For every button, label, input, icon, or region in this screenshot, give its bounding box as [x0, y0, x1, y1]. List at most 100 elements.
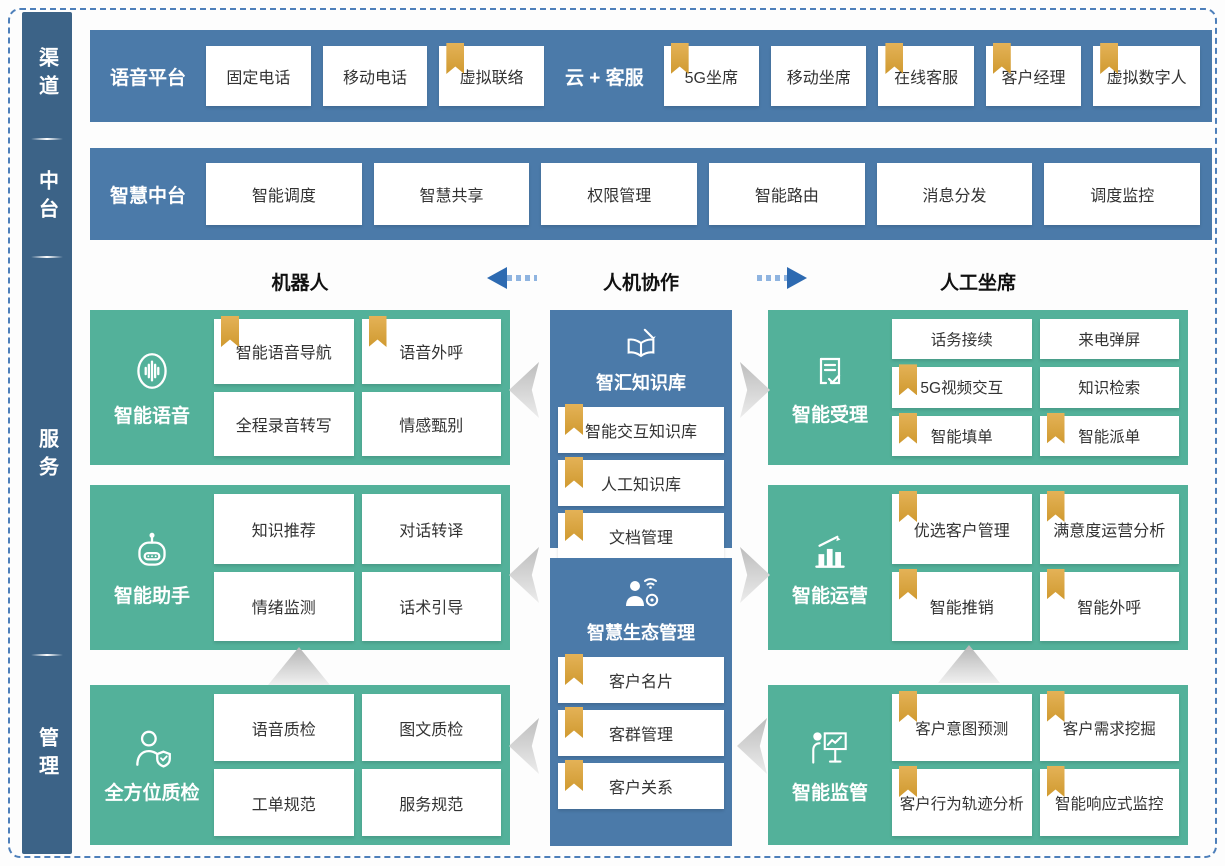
feature-label: 智能派单 — [1078, 428, 1141, 446]
feature-label: 图文质检 — [399, 721, 464, 739]
feature-item: 智能响应式监控 — [1039, 766, 1179, 836]
triangle-up-icon — [268, 647, 330, 685]
feature-item: 客户意图预测 — [892, 691, 1032, 761]
chevron-left-icon — [509, 547, 539, 603]
sidebar: 渠道 中台 服务 管理 — [22, 12, 72, 854]
block-label: 智能监管 — [777, 694, 883, 836]
feature-label: 工单规范 — [251, 796, 316, 814]
group-title: 语音平台 — [110, 67, 187, 89]
group-title: 云 + 客服 — [565, 67, 644, 89]
feature-item: 虚拟联络 — [439, 43, 544, 106]
block-label: 智能语音 — [99, 319, 205, 456]
sidebar-section-service: 服务 — [22, 258, 72, 654]
feature-label: 5G坐席 — [684, 70, 739, 87]
feature-item: 工单规范 — [214, 769, 354, 836]
sidebar-section-channel: 渠道 — [22, 12, 72, 138]
block-title: 智能监管 — [791, 783, 868, 804]
block-knowledge-base: 智汇知识库 智能交互知识库 人工知识库 文档管理 — [550, 310, 732, 559]
feature-label: 智能交互知识库 — [584, 424, 697, 441]
bookmark-icon — [992, 43, 1011, 74]
feature-item: 全程录音转写 — [214, 391, 354, 456]
chevron-left-icon — [737, 718, 767, 774]
feature-item: 在线客服 — [878, 43, 974, 106]
feature-label: 知识检索 — [1078, 380, 1141, 398]
feature-item: 对话转译 — [361, 494, 501, 564]
feature-label: 权限管理 — [587, 188, 652, 205]
feature-label: 智能路由 — [754, 188, 819, 205]
arrow-head — [487, 267, 507, 289]
block-title: 智能运营 — [791, 585, 868, 607]
lane-header-robot: 机器人 — [271, 273, 329, 294]
bookmark-icon — [1046, 491, 1065, 522]
feature-item: 智能推销 — [892, 568, 1032, 641]
sidebar-label-management: 管理 — [35, 727, 58, 783]
feature-label: 服务规范 — [399, 796, 464, 814]
robot-icon — [138, 532, 166, 566]
feature-item: 智能填单 — [892, 412, 1032, 456]
feature-item: 客户名片 — [558, 654, 724, 703]
bar-chart-arrow-icon — [815, 535, 845, 568]
chevron-left-icon — [509, 362, 539, 418]
feature-label: 智能响应式监控 — [1054, 795, 1164, 813]
block-title: 智能受理 — [791, 404, 868, 426]
feature-item: 智能交互知识库 — [558, 404, 724, 453]
feature-label: 客户关系 — [608, 780, 673, 797]
feature-label: 对话转译 — [399, 522, 464, 540]
feature-label: 人工知识库 — [600, 477, 681, 494]
feature-item: 文档管理 — [558, 510, 724, 559]
block-title: 智能助手 — [113, 585, 190, 607]
feature-item: 智慧共享 — [373, 163, 530, 225]
feature-label: 客户名片 — [608, 674, 673, 691]
sidebar-label-service: 服务 — [35, 428, 58, 484]
feature-item: 客户关系 — [558, 760, 724, 809]
feature-label: 全程录音转写 — [235, 417, 332, 435]
block-label: 智能助手 — [99, 494, 205, 641]
bookmark-icon — [899, 691, 917, 722]
chevron-right-icon — [740, 362, 770, 418]
feature-item: 移动坐席 — [771, 46, 867, 106]
bookmark-icon — [565, 457, 583, 488]
triangle-up-icon — [938, 645, 1000, 683]
feature-item: 话术引导 — [361, 571, 501, 641]
sidebar-label-midplatform: 中台 — [35, 170, 58, 226]
block-smart-operation: 智能运营 优选客户管理 满意度运营分析 智能推销 智能外呼 — [768, 485, 1188, 650]
bookmark-icon — [565, 707, 583, 738]
voice-platform-group: 语音平台 固定电话 移动电话 虚拟联络 — [90, 30, 556, 122]
divider — [31, 138, 63, 140]
feature-label: 固定电话 — [226, 70, 291, 87]
block-label: 智能受理 — [777, 319, 883, 456]
feature-item: 语音外呼 — [361, 316, 501, 384]
feature-label: 话务接续 — [930, 332, 993, 350]
feature-label: 语音外呼 — [399, 345, 464, 363]
feature-item: 满意度运营分析 — [1039, 491, 1179, 564]
block-quality-inspection: 全方位质检 语音质检 图文质检 工单规范 服务规范 — [90, 685, 510, 845]
feature-label: 调度监控 — [1090, 188, 1155, 205]
bookmark-icon — [899, 766, 917, 797]
arrow-head — [787, 267, 807, 289]
block-smart-voice: 智能语音 智能语音导航 语音外呼 全程录音转写 情感甄别 — [90, 310, 510, 465]
divider — [31, 256, 63, 258]
feature-item: 服务规范 — [361, 769, 501, 836]
bookmark-icon — [1046, 568, 1065, 600]
bookmark-icon — [1046, 691, 1065, 722]
feature-item: 调度监控 — [1044, 163, 1201, 225]
feature-item: 情绪监测 — [214, 571, 354, 641]
feature-label: 智能推销 — [929, 600, 994, 618]
inspector-shield-icon — [136, 730, 171, 768]
feature-label: 智能外呼 — [1077, 600, 1142, 618]
bookmark-icon — [885, 43, 904, 74]
feature-label: 客户意图预测 — [915, 720, 1009, 738]
feature-item: 客户需求挖掘 — [1039, 691, 1179, 761]
bookmark-icon — [1046, 412, 1065, 444]
left-flow-arrow-icon — [487, 267, 537, 289]
block-smart-assistant: 智能助手 知识推荐 对话转译 情绪监测 话术引导 — [90, 485, 510, 650]
feature-label: 客群管理 — [608, 727, 673, 744]
feature-label: 在线客服 — [894, 70, 959, 87]
feature-item: 消息分发 — [876, 163, 1033, 225]
feature-item: 优选客户管理 — [892, 491, 1032, 564]
bookmark-icon — [670, 43, 689, 74]
feature-item: 智能语音导航 — [214, 316, 354, 384]
feature-label: 5G视频交互 — [920, 380, 1004, 398]
feature-item: 智能派单 — [1039, 412, 1179, 456]
cloud-service-group: 云 + 客服 5G坐席 移动坐席 在线客服 客户经理 虚拟数字人 — [545, 30, 1212, 122]
